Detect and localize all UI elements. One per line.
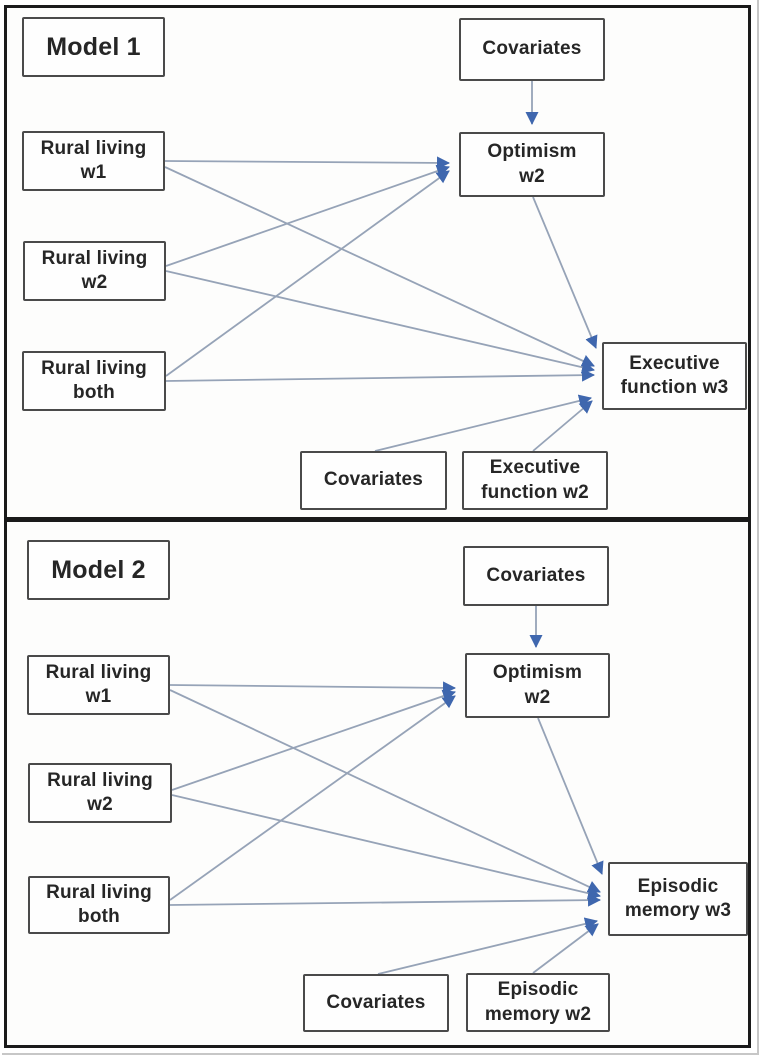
model2-rural-living-both-box: Rural living both: [28, 876, 170, 934]
model1-title-box: Model 1: [22, 17, 165, 77]
model2-optimism-w2-box: Optimism w2: [465, 653, 610, 718]
model2-rural-living-w2-box: Rural living w2: [28, 763, 172, 823]
model1-rural-living-both-box: Rural living both: [22, 351, 166, 411]
model2-rural-living-w1-box: Rural living w1: [27, 655, 170, 715]
edge-model1-rural_both-to-optimism: [165, 170, 450, 377]
model1-optimism-w2-box: Optimism w2: [459, 132, 605, 197]
edge-model2-rural_w1-to-optimism: [169, 681, 456, 695]
model1-covariates-top-box: Covariates: [459, 18, 605, 81]
model1-covariates-bottom-box: Covariates: [300, 451, 447, 510]
edge-model1-rural_w1-to-outcome_w3: [164, 166, 595, 367]
model1-executive-function-w3-box: Executive function w3: [602, 342, 747, 410]
edge-model2-rural_both-to-optimism: [169, 695, 456, 901]
model1-executive-function-w2-box: Executive function w2: [462, 451, 608, 510]
model1-rural-living-w1-box: Rural living w1: [22, 131, 165, 191]
edge-model2-rural_both-to-outcome_w3: [169, 893, 601, 907]
edge-model1-optimism-to-outcome_w3: [532, 196, 598, 349]
edge-model1-rural_w1-to-optimism: [164, 156, 450, 170]
edge-model1-rural_w2-to-optimism: [165, 164, 450, 267]
edge-model2-rural_w2-to-optimism: [171, 689, 456, 791]
scan-edge-right: [757, 0, 759, 1054]
edge-model2-optimism-to-outcome_w3: [537, 717, 604, 875]
edge-model1-rural_w2-to-outcome_w3: [165, 270, 595, 374]
path-diagram-figure: Model 1 Covariates Optimism w2 Rural liv…: [4, 5, 751, 1048]
edge-model2-rural_w1-to-outcome_w3: [169, 689, 601, 893]
edges-layer: [164, 81, 604, 975]
edge-model2-covariates_bottom-to-outcome_w3: [377, 917, 598, 975]
edge-model1-covariates_bottom-to-outcome_w3: [374, 394, 592, 452]
edge-model1-outcome_w2-to-outcome_w3: [532, 400, 593, 452]
edge-model2-outcome_w2-to-outcome_w3: [532, 923, 599, 974]
model2-title-box: Model 2: [27, 540, 170, 600]
edge-model1-rural_both-to-outcome_w3: [165, 368, 595, 382]
model2-covariates-top-box: Covariates: [463, 546, 609, 606]
model1-rural-living-w2-box: Rural living w2: [23, 241, 166, 301]
model2-episodic-memory-w3-box: Episodic memory w3: [608, 862, 748, 936]
scan-edge-bottom: [2, 1053, 759, 1055]
edge-model2-rural_w2-to-outcome_w3: [171, 794, 601, 900]
model2-episodic-memory-w2-box: Episodic memory w2: [466, 973, 610, 1032]
model2-covariates-bottom-box: Covariates: [303, 974, 449, 1032]
panel-divider: [7, 517, 748, 522]
